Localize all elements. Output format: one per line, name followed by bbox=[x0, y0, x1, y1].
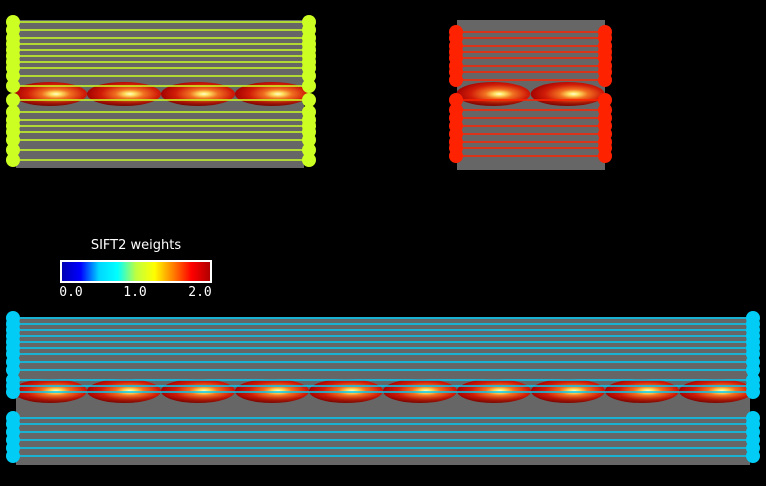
cyan-fixel-lobe-shade bbox=[679, 379, 753, 403]
cyan-fixel-lobe-shade bbox=[605, 379, 679, 403]
red-fixel-lobe-shade bbox=[530, 82, 605, 106]
cyan-streamline-endpoint bbox=[746, 363, 760, 377]
colorbar-tick-min: 0.0 bbox=[59, 285, 83, 300]
cyan-fixel-lobe-shade bbox=[161, 379, 235, 403]
cyan-streamline-endpoint bbox=[6, 363, 20, 377]
yellow-streamline-endpoint bbox=[302, 69, 316, 83]
colorbar-title: SIFT2 weights bbox=[90, 238, 182, 253]
cyan-fixel-lobe-shade bbox=[235, 379, 309, 403]
yellow-streamline-endpoint bbox=[302, 143, 316, 157]
yellow-streamline-endpoint bbox=[6, 153, 20, 167]
yellow-streamline-endpoint bbox=[6, 143, 20, 157]
colorbar-tick-mid: 1.0 bbox=[123, 285, 147, 300]
cyan-fixel-lobe-shade bbox=[309, 379, 383, 403]
yellow-streamline-endpoint bbox=[6, 69, 20, 83]
red-fixel-lobe-shade bbox=[456, 82, 531, 106]
yellow-streamline-endpoint bbox=[302, 153, 316, 167]
red-streamline-endpoint bbox=[598, 149, 612, 163]
cyan-fixel-lobe-shade bbox=[13, 379, 87, 403]
cyan-fixel-lobe-shade bbox=[457, 379, 531, 403]
colorbar-gradient bbox=[60, 260, 212, 283]
cyan-streamline-endpoint bbox=[746, 449, 760, 463]
cyan-fixel-lobe-shade bbox=[87, 379, 161, 403]
colorbar-tick-max: 2.0 bbox=[188, 285, 212, 300]
yellow-streamline-endpoint bbox=[302, 133, 316, 147]
cyan-streamline-endpoint bbox=[6, 449, 20, 463]
yellow-panel bbox=[6, 15, 316, 168]
red-streamline-endpoint bbox=[449, 149, 463, 163]
cyan-panel bbox=[6, 311, 760, 465]
cyan-fixel-lobe-shade bbox=[383, 379, 457, 403]
yellow-streamline-endpoint bbox=[6, 133, 20, 147]
cyan-fixel-lobe-shade bbox=[531, 379, 605, 403]
red-panel bbox=[449, 20, 612, 170]
